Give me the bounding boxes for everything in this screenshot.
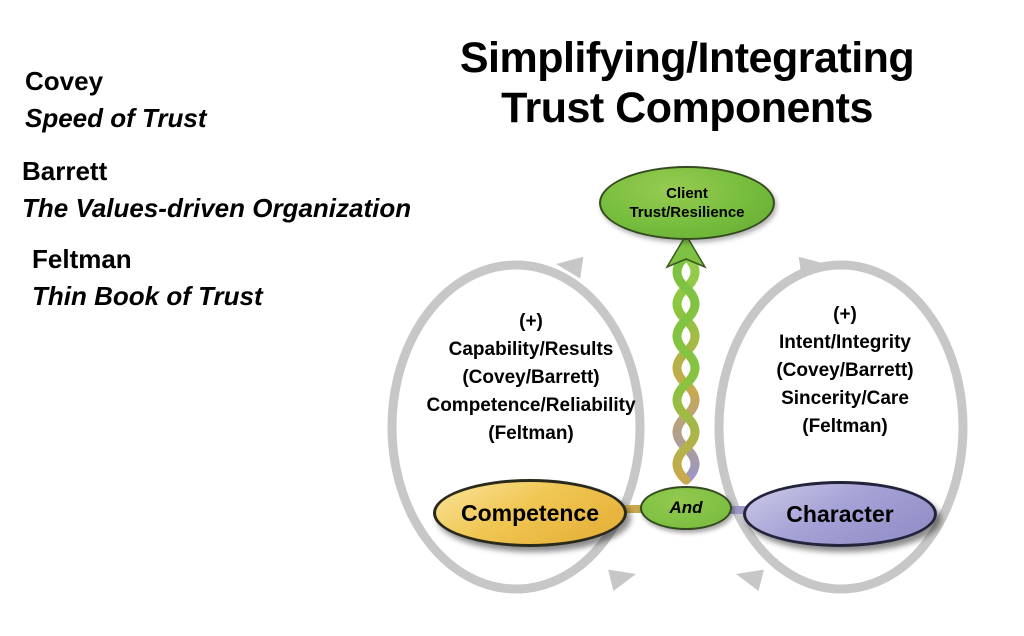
- reference-work: The Values-driven Organization: [22, 193, 412, 224]
- client-trust-node: Client Trust/Resilience: [599, 166, 775, 240]
- character-label: Character: [786, 500, 894, 527]
- reference-author: Barrett: [22, 156, 108, 186]
- left-loop-line: (Feltman): [488, 422, 574, 444]
- left-loop-arrow: [387, 256, 645, 594]
- and-connector-node: And: [640, 486, 732, 530]
- right-loop-line: Sincerity/Care: [781, 387, 909, 409]
- left-loop-annotation: (+) Capability/Results (Covey/Barrett) C…: [400, 308, 662, 448]
- reference-author: Covey: [25, 66, 104, 96]
- left-loop-line: Capability/Results: [448, 338, 614, 360]
- right-loop-line: (Covey/Barrett): [776, 359, 914, 381]
- slide-title-line1: Simplifying/Integrating: [459, 34, 915, 82]
- slide-title: Simplifying/Integrating Trust Components: [420, 34, 954, 134]
- reference-work: Thin Book of Trust: [32, 281, 263, 312]
- and-label: And: [669, 498, 703, 517]
- reference-work: Speed of Trust: [25, 103, 207, 134]
- right-loop-line: (+): [833, 304, 857, 325]
- braided-rope-arrow: [665, 233, 707, 485]
- character-node: Character: [743, 481, 937, 547]
- reference-author: Feltman: [32, 244, 132, 274]
- left-loop-line: (+): [519, 311, 543, 332]
- left-loop-line: (Covey/Barrett): [462, 366, 600, 388]
- reference-barrett: Barrett The Values-driven Organization: [22, 156, 411, 224]
- rope-arrowhead: [665, 233, 707, 269]
- left-loop-line: Competence/Reliability: [426, 394, 636, 416]
- right-loop-arrow: [714, 256, 968, 594]
- reference-covey: Covey Speed of Trust: [25, 66, 207, 134]
- right-loop-annotation: (+) Intent/Integrity (Covey/Barrett) Sin…: [728, 301, 962, 441]
- right-loop-line: (Feltman): [802, 415, 888, 437]
- slide-title-line2: Trust Components: [501, 83, 873, 132]
- client-trust-line1: Client: [666, 184, 708, 202]
- competence-node: Competence: [433, 479, 627, 547]
- competence-label: Competence: [460, 499, 600, 526]
- reference-feltman: Feltman Thin Book of Trust: [32, 244, 263, 312]
- client-trust-line2: Trust/Resilience: [629, 204, 745, 221]
- right-loop-line: Intent/Integrity: [779, 331, 911, 353]
